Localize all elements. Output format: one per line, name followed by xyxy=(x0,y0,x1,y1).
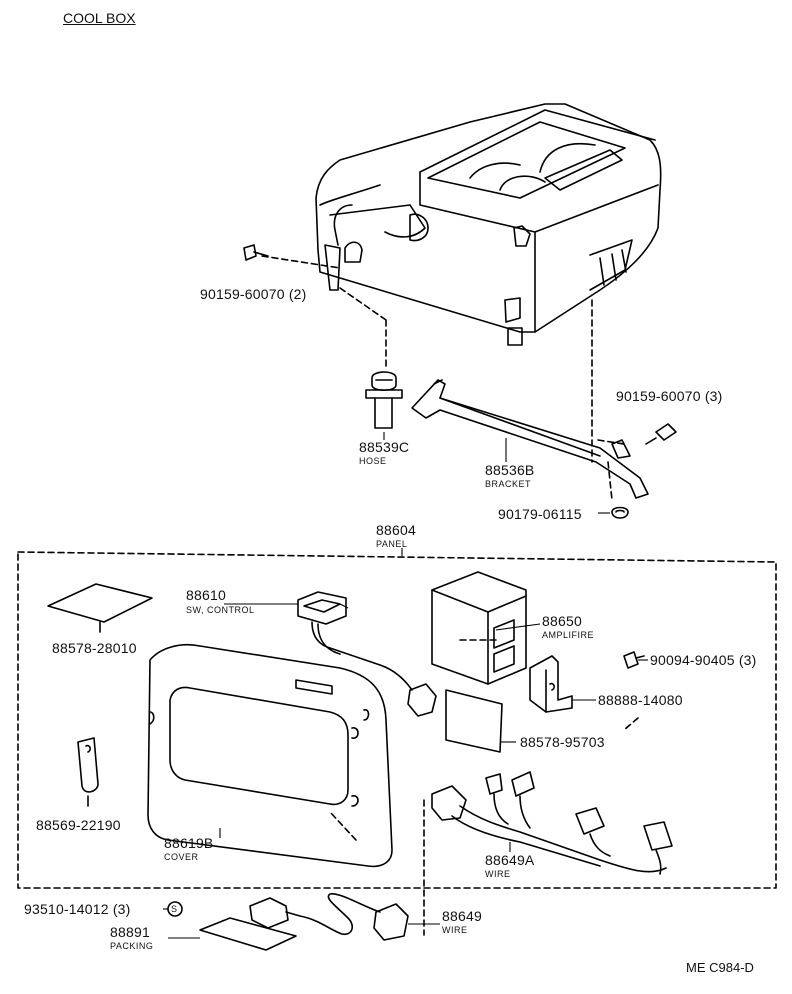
part-panel-number: 88604 xyxy=(376,522,416,538)
part-screw-amp-number: 90094-90405 (3) xyxy=(650,652,757,668)
part-screw-right-number: 90159-60070 (3) xyxy=(616,388,723,404)
part-bracket-name: BRACKET xyxy=(485,479,532,489)
part-wire-number: 88649 xyxy=(442,908,482,924)
wire-harness xyxy=(249,893,409,941)
bracket-part xyxy=(411,379,649,499)
part-screw-bottom-number: 93510-14012 (3) xyxy=(24,901,131,917)
amp-screw-icon xyxy=(623,651,645,669)
part-sheet-amp-number: 88578-95703 xyxy=(520,734,605,750)
part-switch-name: SW, CONTROL xyxy=(186,605,255,615)
nut-icon xyxy=(611,506,629,519)
screw-icon xyxy=(243,244,269,261)
part-switch-number: 88610 xyxy=(186,587,226,603)
part-wire-a-name: WIRE xyxy=(485,869,511,879)
part-packing-number: 88891 xyxy=(110,924,150,940)
part-amp-bracket-number: 88888-14080 xyxy=(598,692,683,708)
sheet-amp-part xyxy=(445,689,503,753)
screw-right-icon xyxy=(645,423,677,445)
cool-box-unit xyxy=(315,103,662,346)
part-amplifier-number: 88650 xyxy=(542,613,582,629)
part-hose-number: 88539C xyxy=(359,439,410,455)
part-screw-top-number: 90159-60070 (2) xyxy=(200,286,307,302)
part-packing-name: PACKING xyxy=(110,941,154,951)
part-cover-number: 88619B xyxy=(164,835,214,851)
packing-part xyxy=(199,917,297,951)
part-nut-number: 90179-06115 xyxy=(498,506,582,522)
part-bracket-number: 88536B xyxy=(485,462,535,478)
part-panel-name: PANEL xyxy=(376,539,408,549)
part-cover-name: COVER xyxy=(164,852,199,862)
part-wire-name: WIRE xyxy=(442,925,468,935)
hose-part xyxy=(365,371,403,429)
cover-part xyxy=(147,644,393,868)
part-clip-number: 88569-22190 xyxy=(36,817,121,833)
wire-harness-a xyxy=(431,771,673,875)
clip-part xyxy=(77,737,99,807)
amplifier-part xyxy=(431,571,527,685)
part-screw-bottom-symbol: S xyxy=(171,904,178,914)
diagram-code: ME C984-D xyxy=(686,960,754,975)
part-wire-a-number: 88649A xyxy=(485,852,535,868)
assembly-lines xyxy=(261,255,639,936)
diagram-title: COOL BOX xyxy=(63,10,136,26)
leader-lines xyxy=(163,432,648,939)
part-amplifier-name: AMPLIFIRE xyxy=(542,630,595,640)
part-hose-name: HOSE xyxy=(359,456,387,466)
panel-boundary xyxy=(17,551,777,889)
part-sheet-left-number: 88578-28010 xyxy=(52,640,137,656)
switch-part xyxy=(297,591,437,717)
sheet-left-part xyxy=(47,583,153,623)
amp-bracket-part xyxy=(529,655,573,713)
